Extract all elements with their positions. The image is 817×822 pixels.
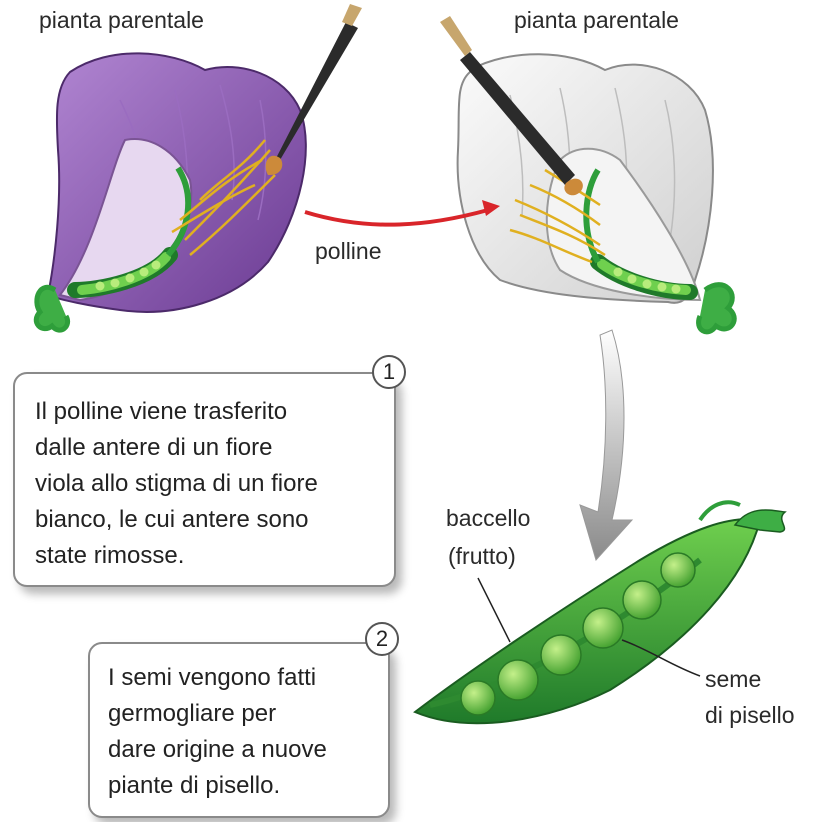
pea-seed bbox=[461, 681, 495, 715]
pea-seed bbox=[541, 635, 581, 675]
step-1-line: bianco, le cui antere sono bbox=[35, 502, 384, 538]
step-2-line: I semi vengono fatti bbox=[108, 660, 378, 696]
step-1-box: Il polline viene trasferito dalle antere… bbox=[13, 372, 396, 587]
downward-arrow bbox=[580, 330, 632, 560]
purple-flower bbox=[36, 53, 306, 330]
pea-seed bbox=[498, 660, 538, 700]
pea-seed bbox=[661, 553, 695, 587]
step-1-line: dalle antere di un fiore bbox=[35, 430, 384, 466]
pea-seed bbox=[583, 608, 623, 648]
step-2-number: 2 bbox=[365, 622, 399, 656]
step-2-box: I semi vengono fatti germogliare per dar… bbox=[88, 642, 390, 818]
step-1-line: state rimosse. bbox=[35, 538, 384, 574]
step-2-line: piante di pisello. bbox=[108, 768, 378, 804]
pea-seed bbox=[623, 581, 661, 619]
pod-leader-line bbox=[478, 578, 510, 642]
step-1-line: viola allo stigma di un fiore bbox=[35, 466, 384, 502]
step-2-line: dare origine a nuove bbox=[108, 732, 378, 768]
step-2-line: germogliare per bbox=[108, 696, 378, 732]
step-1-number: 1 bbox=[372, 355, 406, 389]
step-1-line: Il polline viene trasferito bbox=[35, 394, 384, 430]
